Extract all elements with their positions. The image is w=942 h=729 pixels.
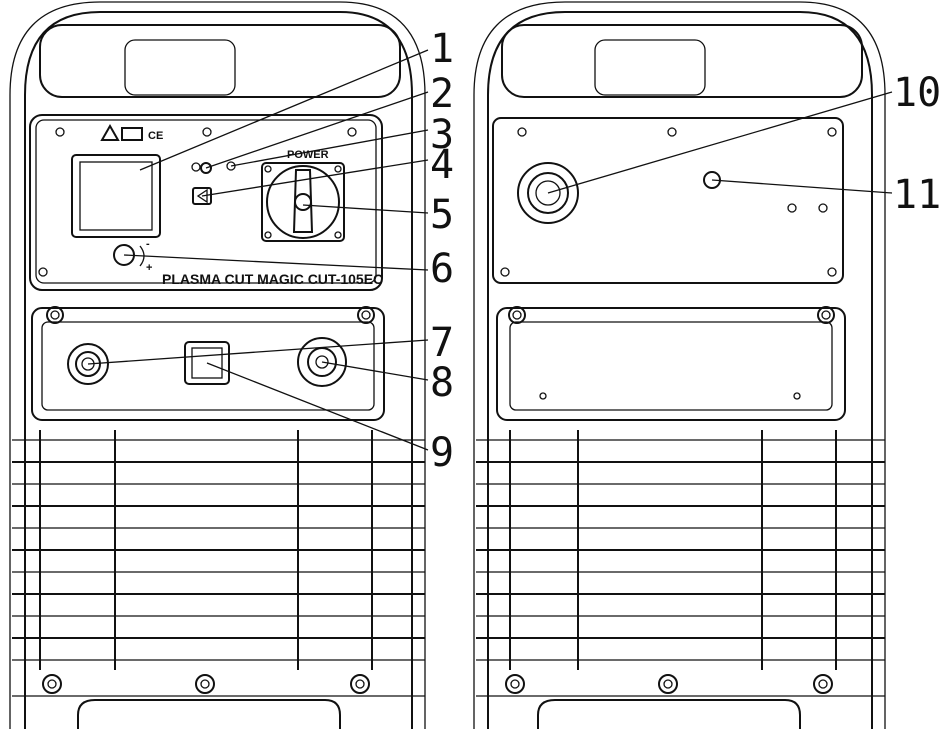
callout-8: 8 — [430, 360, 454, 406]
torch-gas-connector[interactable] — [67, 343, 109, 385]
open-book-icon — [121, 127, 143, 141]
control-panel — [29, 114, 383, 291]
callout-4: 4 — [430, 142, 454, 188]
thermal-indicator-led — [226, 161, 236, 171]
front-view: CE POWER - + PLASMA CUT MAGIC CUT-105EC — [9, 1, 426, 729]
mode-button[interactable] — [192, 187, 212, 205]
callout-6: 6 — [430, 246, 454, 292]
alarm-indicator-led — [200, 162, 212, 174]
ce-mark: CE — [148, 130, 163, 142]
svg-text:+: + — [146, 262, 152, 274]
front-carry-handle — [39, 24, 401, 98]
rear-housing-outline — [487, 11, 873, 729]
rear-panel — [492, 117, 844, 284]
power-switch-lever[interactable] — [292, 169, 314, 233]
rear-carry-handle — [501, 24, 863, 98]
power-switch[interactable] — [266, 165, 340, 239]
warning-triangle-icon — [100, 123, 120, 141]
callout-10: 10 — [893, 70, 941, 116]
rear-view — [473, 1, 886, 729]
callout-1: 1 — [430, 26, 454, 72]
callout-3: 3 — [430, 112, 454, 158]
model-label: PLASMA CUT MAGIC CUT-105EC — [162, 271, 383, 287]
torch-control-connector[interactable] — [297, 337, 347, 387]
power-switch-plate — [261, 162, 345, 242]
front-housing-outline — [24, 11, 413, 729]
power-label: POWER — [287, 149, 329, 161]
rear-vent-grille — [476, 430, 885, 670]
digital-display — [71, 154, 161, 238]
front-vent-grille — [12, 430, 425, 670]
callout-9: 9 — [430, 430, 454, 476]
callout-numbers: 1 2 3 4 5 6 7 8 9 10 11 — [430, 26, 941, 476]
callout-2: 2 — [430, 71, 454, 117]
leader-lines — [87, 49, 893, 451]
connector-panel — [31, 307, 385, 421]
callout-11: 11 — [893, 172, 941, 218]
svg-text:-: - — [146, 238, 150, 250]
callout-7: 7 — [430, 320, 454, 366]
power-indicator-led — [191, 162, 201, 172]
power-cable-gland — [517, 162, 579, 224]
callout-5: 5 — [430, 192, 454, 238]
control-socket[interactable] — [184, 341, 230, 385]
